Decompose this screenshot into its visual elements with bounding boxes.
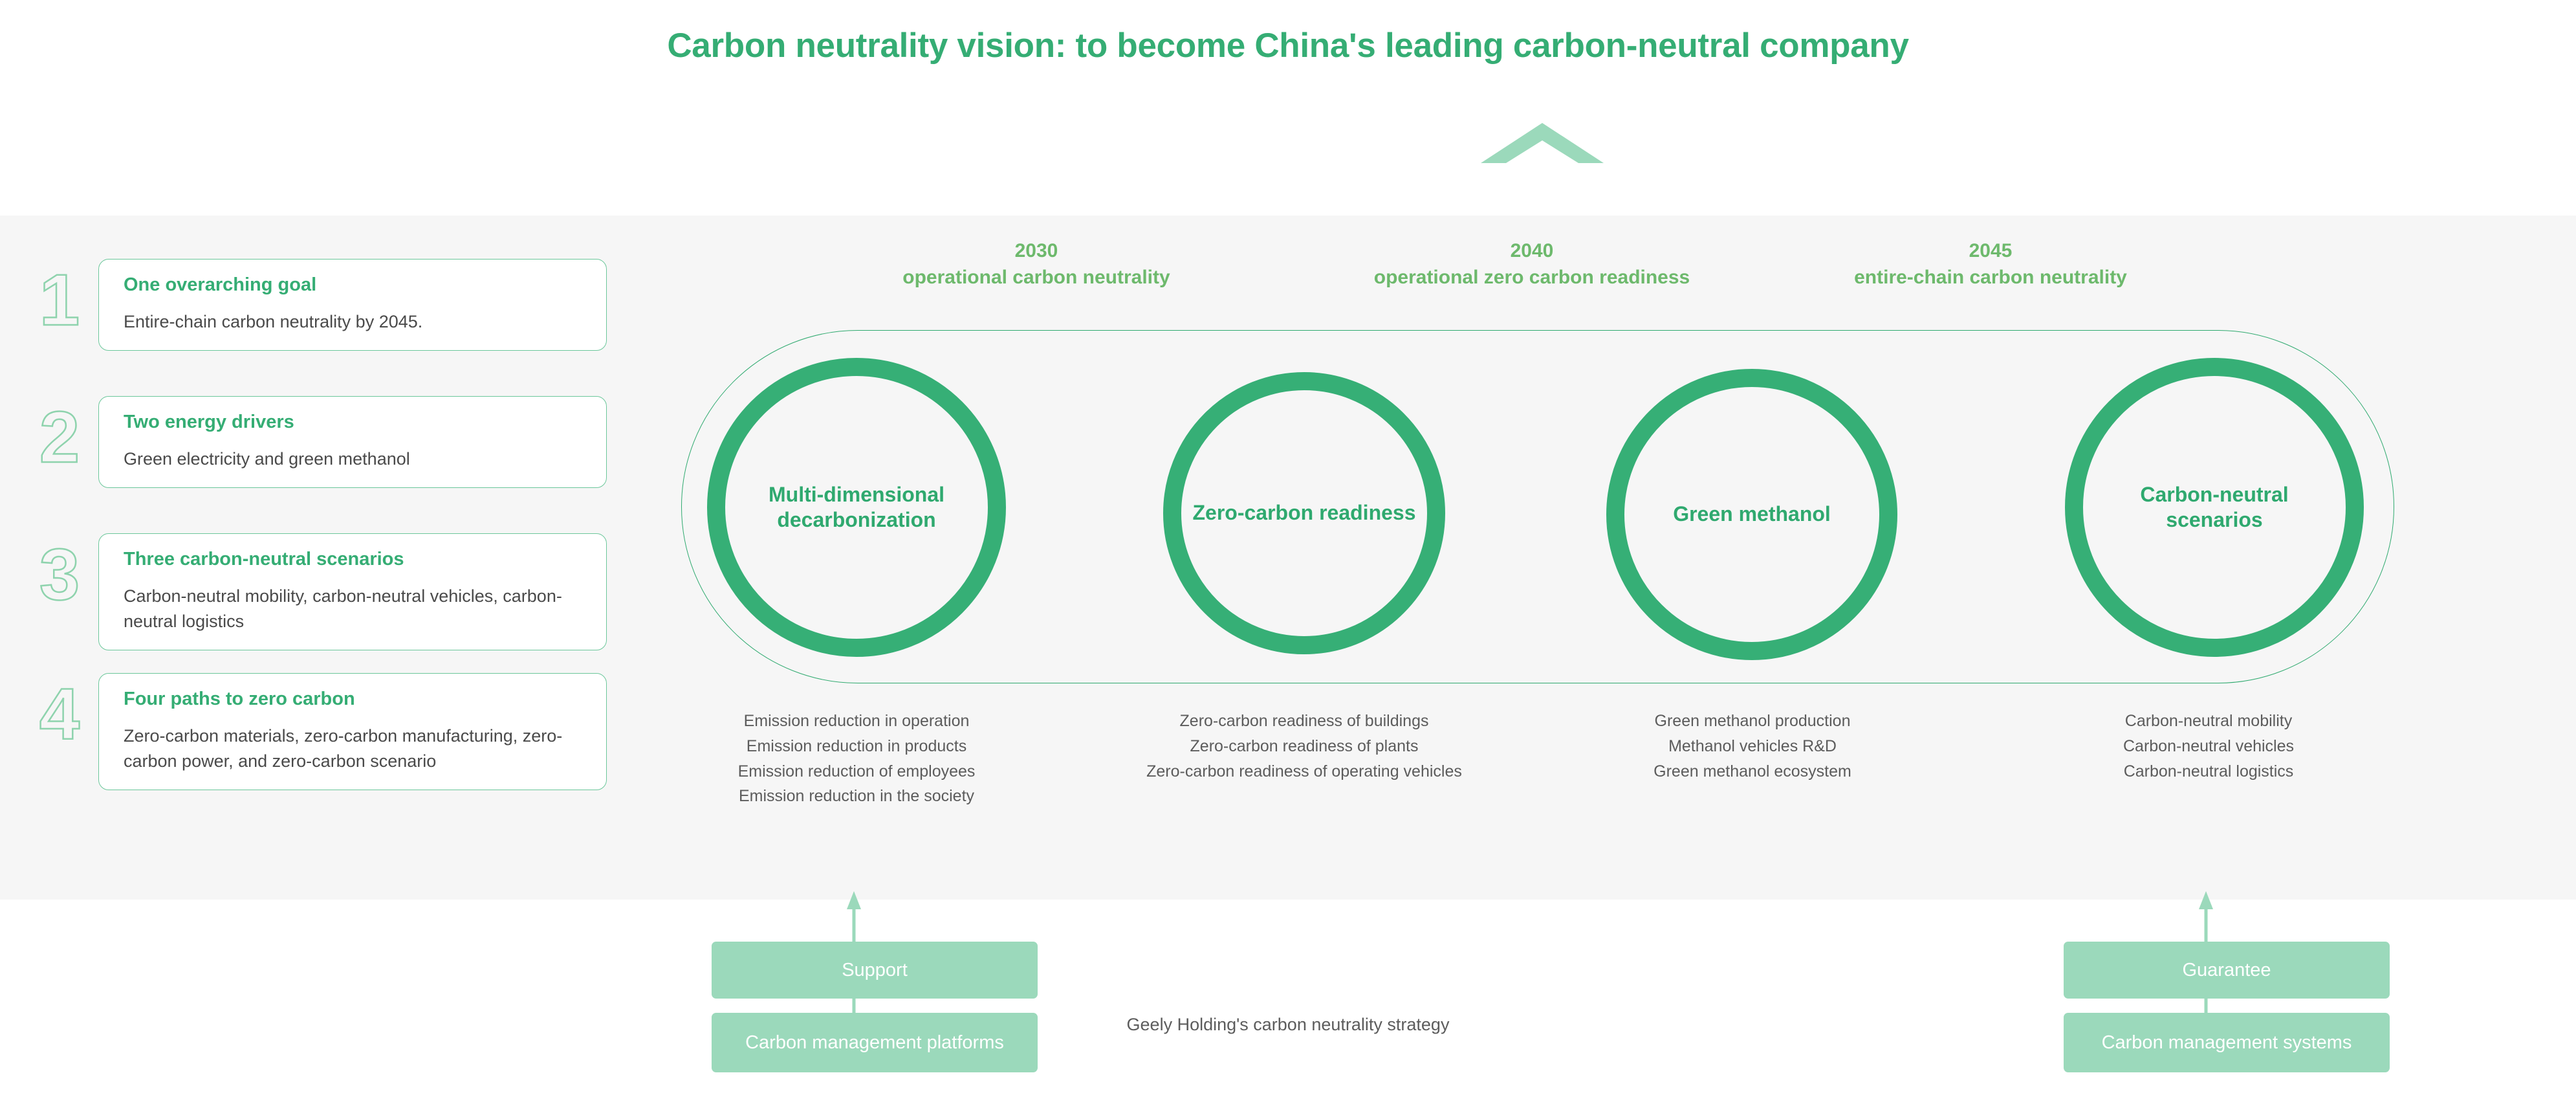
chevron-up-icon bbox=[1481, 123, 1604, 163]
goal-card-4[interactable]: Four paths to zero carbon Zero-carbon ma… bbox=[98, 673, 607, 791]
goal-card-3[interactable]: Three carbon-neutral scenarios Carbon-ne… bbox=[98, 533, 607, 651]
goal-title-1: One overarching goal bbox=[124, 274, 317, 295]
list-item: Methanol vehicles R&D bbox=[1668, 736, 1837, 755]
goal-description-4: Zero-carbon materials, zero-carbon manuf… bbox=[124, 725, 563, 771]
pillar-ring-2[interactable]: Zero-carbon readiness bbox=[1163, 372, 1445, 654]
pillar-bullets-3: Green methanol production Methanol vehic… bbox=[1429, 709, 2076, 784]
goals-sidebar: 1 One overarching goal Entire-chain carb… bbox=[0, 259, 647, 854]
pillar-ring-4[interactable]: Carbon-neutral scenarios bbox=[2065, 358, 2364, 657]
list-item: Carbon-neutral vehicles bbox=[2123, 736, 2295, 755]
list-item: Emission reduction in operation bbox=[743, 712, 970, 730]
pillar-bullets-4: Carbon-neutral mobility Carbon-neutral v… bbox=[1885, 709, 2532, 784]
goal-number-2: 2 bbox=[39, 397, 81, 478]
pillar-ring-label-2: Zero-carbon readiness bbox=[1192, 501, 1416, 525]
goal-number-1: 1 bbox=[39, 260, 81, 340]
list-item: Carbon-neutral logistics bbox=[2123, 762, 2294, 780]
guarantee-top-label: Guarantee bbox=[2182, 959, 2271, 980]
guarantee-group: Guarantee Carbon management systems bbox=[2064, 890, 2390, 1072]
page-title: Carbon neutrality vision: to become Chin… bbox=[667, 27, 1909, 65]
guarantee-bottom-label: Carbon management systems bbox=[2101, 1032, 2352, 1053]
goal-title-2: Two energy drivers bbox=[124, 412, 294, 432]
list-item: Emission reduction of employees bbox=[737, 762, 976, 780]
timeline-track-outline bbox=[681, 330, 2394, 683]
timeline-label-2045: entire-chain carbon neutrality bbox=[1854, 266, 2127, 288]
list-item: Emission reduction in products bbox=[746, 736, 967, 755]
list-item: Green methanol production bbox=[1654, 712, 1851, 730]
timeline-milestone-2045: 2045 entire-chain carbon neutrality bbox=[1661, 238, 2320, 291]
pillar-ring-label-3: Green methanol bbox=[1673, 502, 1831, 526]
goal-title-3: Three carbon-neutral scenarios bbox=[124, 549, 404, 570]
list-item: Zero-carbon readiness of buildings bbox=[1179, 712, 1429, 730]
list-item: Carbon-neutral mobility bbox=[2124, 712, 2293, 730]
timeline-label-2040: operational zero carbon readiness bbox=[1373, 266, 1690, 288]
goal-description-2: Green electricity and green methanol bbox=[124, 448, 410, 469]
goal-card-1[interactable]: One overarching goal Entire-chain carbon… bbox=[98, 259, 607, 351]
pillar-ring-label-4: Carbon-neutral scenarios bbox=[2140, 482, 2289, 531]
pillar-bullets-1: Emission reduction in operation Emission… bbox=[533, 709, 1180, 809]
support-top-box[interactable]: Support bbox=[712, 942, 1038, 999]
goal-number-3: 3 bbox=[39, 534, 81, 615]
list-item: Green methanol ecosystem bbox=[1654, 762, 1851, 780]
timeline-milestone-2030: 2030 operational carbon neutrality bbox=[706, 238, 1366, 291]
goal-description-1: Entire-chain carbon neutrality by 2045. bbox=[124, 311, 423, 331]
list-item: Zero-carbon readiness of plants bbox=[1190, 736, 1419, 755]
timeline-milestone-2040: 2040 operational zero carbon readiness bbox=[1202, 238, 1862, 291]
pillar-bullets-2: Zero-carbon readiness of buildings Zero-… bbox=[981, 709, 1628, 784]
guarantee-top-box[interactable]: Guarantee bbox=[2064, 942, 2390, 999]
goal-card-2[interactable]: Two energy drivers Green electricity and… bbox=[98, 396, 607, 488]
support-bottom-label: Carbon management platforms bbox=[745, 1032, 1004, 1053]
figure-caption: Geely Holding's carbon neutrality strate… bbox=[1126, 1015, 1450, 1034]
guarantee-bottom-box[interactable]: Carbon management systems bbox=[2064, 1013, 2390, 1072]
goal-number-4: 4 bbox=[39, 674, 81, 755]
goal-title-4: Four paths to zero carbon bbox=[124, 689, 355, 709]
timeline-year-2030: 2030 bbox=[1014, 240, 1058, 261]
support-bottom-box[interactable]: Carbon management platforms bbox=[712, 1013, 1038, 1072]
timeline-label-2030: operational carbon neutrality bbox=[902, 266, 1170, 288]
list-item: Emission reduction in the society bbox=[738, 787, 975, 806]
pillar-ring-3[interactable]: Green methanol bbox=[1606, 369, 1897, 660]
support-group: Support Carbon management platforms bbox=[712, 890, 1038, 1072]
timeline-year-2045: 2045 bbox=[1969, 240, 2013, 261]
goal-description-3: Carbon-neutral mobility, carbon-neutral … bbox=[124, 586, 562, 631]
pillar-ring-label-1: Multi-dimensional decarbonization bbox=[769, 482, 944, 531]
support-top-label: Support bbox=[842, 959, 908, 980]
timeline-year-2040: 2040 bbox=[1510, 240, 1554, 261]
pillar-ring-1[interactable]: Multi-dimensional decarbonization bbox=[707, 358, 1006, 657]
list-item: Zero-carbon readiness of operating vehic… bbox=[1146, 762, 1462, 780]
